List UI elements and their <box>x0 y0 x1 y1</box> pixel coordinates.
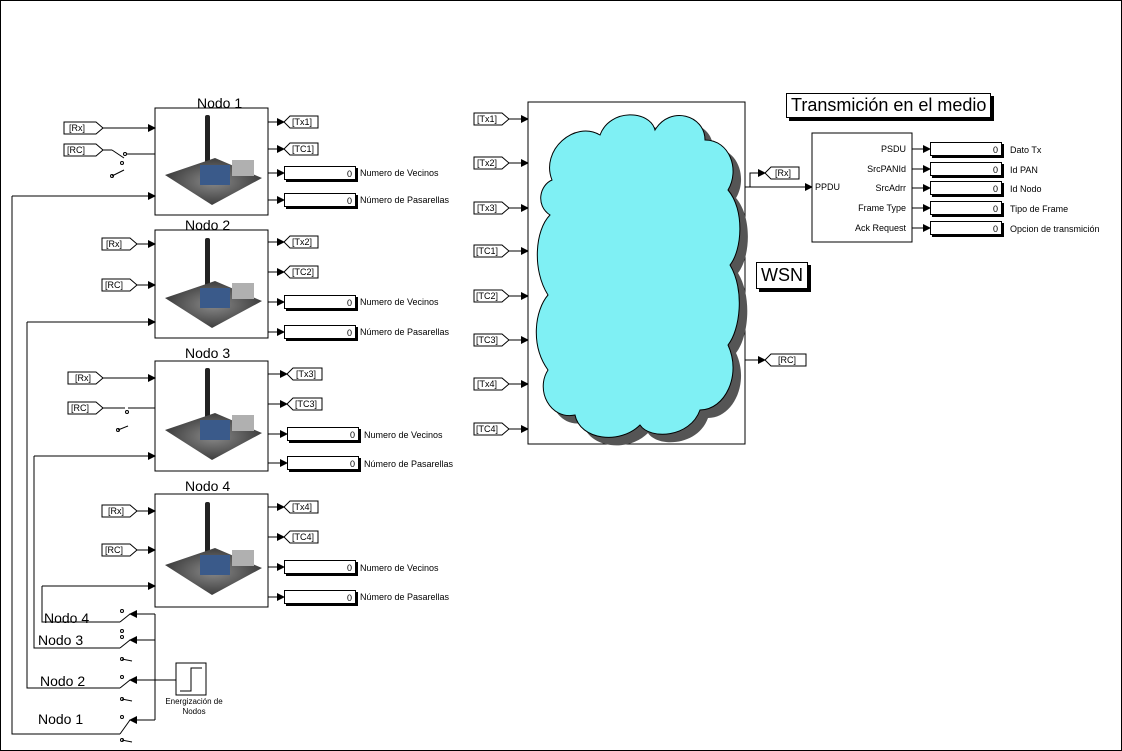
switch-label-nodo-2: Nodo 2 <box>40 673 85 689</box>
label-opcion-transmision: Opcion de transmición <box>1010 224 1100 235</box>
from-tag-channel-in[interactable]: [TC1] <box>476 245 498 257</box>
display-vecinos-2[interactable]: 0 <box>284 295 356 309</box>
node-2-title: Nodo 2 <box>185 217 230 233</box>
display-id-nodo[interactable]: 0 <box>930 181 1002 195</box>
label-dato-tx: Dato Tx <box>1010 145 1041 156</box>
goto-tag-tc3[interactable]: [TC3] <box>295 398 317 410</box>
switch-label-nodo-1: Nodo 1 <box>38 711 83 727</box>
label-vecinos-1: Numero de Vecinos <box>360 168 439 179</box>
energizer-step-block[interactable] <box>176 663 206 695</box>
cloud-shape <box>536 115 740 437</box>
label-id-nodo: Id Nodo <box>1010 184 1042 195</box>
wsn-channel-block[interactable] <box>528 102 748 445</box>
from-tag-rc[interactable]: [RC] <box>105 279 123 291</box>
node-1-title: Nodo 1 <box>197 95 242 111</box>
goto-tag-rx[interactable]: [Rx] <box>775 167 791 179</box>
energizer-label: Energización de Nodos <box>156 697 232 717</box>
goto-tag-tx2[interactable]: [Tx2] <box>292 236 312 248</box>
label-pasarellas-1: Número de Pasarellas <box>360 195 449 206</box>
label-pasarellas-2: Número de Pasarellas <box>360 327 449 338</box>
display-vecinos-4[interactable]: 0 <box>284 560 356 574</box>
goto-tag-tc1[interactable]: [TC1] <box>292 143 314 155</box>
node-3-title: Nodo 3 <box>185 345 230 361</box>
display-opcion-transmision[interactable]: 0 <box>930 221 1002 235</box>
goto-tag-tx1[interactable]: [Tx1] <box>292 116 312 128</box>
display-pasarellas-3[interactable]: 0 <box>287 456 359 470</box>
from-tag-rx[interactable]: [Rx] <box>75 372 91 384</box>
goto-tag-tx3[interactable]: [Tx3] <box>296 368 316 380</box>
goto-tag-tc2[interactable]: [TC2] <box>292 266 314 278</box>
display-dato-tx[interactable]: 0 <box>930 142 1002 156</box>
from-tag-rx[interactable]: [Rx] <box>69 122 85 134</box>
page-title: Transmición en el medio <box>786 93 991 118</box>
from-tag-rc[interactable]: [RC] <box>67 144 85 156</box>
label-pasarellas-4: Número de Pasarellas <box>360 592 449 603</box>
from-tag-channel-in[interactable]: [Tx3] <box>477 202 497 214</box>
switch-label-nodo-3: Nodo 3 <box>38 632 83 648</box>
label-tipo-frame: Tipo de Frame <box>1010 204 1068 215</box>
display-pasarellas-4[interactable]: 0 <box>284 590 356 604</box>
from-tag-rc[interactable]: [RC] <box>105 544 123 556</box>
node-4-title: Nodo 4 <box>185 478 230 494</box>
port-psdu: PSDU <box>870 144 906 155</box>
from-tag-channel-in[interactable]: [Tx4] <box>477 378 497 390</box>
port-srcpanid: SrcPANId <box>850 164 906 175</box>
wsn-label: WSN <box>756 262 808 289</box>
goto-tag-rc[interactable]: [RC] <box>778 354 796 366</box>
label-id-pan: Id PAN <box>1010 165 1038 176</box>
goto-tag-tc4[interactable]: [TC4] <box>292 531 314 543</box>
label-vecinos-3: Numero de Vecinos <box>364 430 443 441</box>
from-tag-channel-in[interactable]: [Tx1] <box>477 113 497 125</box>
from-tag-rx[interactable]: [Rx] <box>106 238 122 250</box>
switch-label-nodo-4: Nodo 4 <box>44 610 89 626</box>
label-pasarellas-3: Número de Pasarellas <box>364 459 453 470</box>
display-tipo-frame[interactable]: 0 <box>930 201 1002 215</box>
goto-tag-tx4[interactable]: [Tx4] <box>292 501 312 513</box>
port-srcadrr: SrcAdrr <box>850 183 906 194</box>
from-tag-channel-in[interactable]: [Tx2] <box>477 157 497 169</box>
display-vecinos-3[interactable]: 0 <box>287 427 359 441</box>
from-tag-rx[interactable]: [Rx] <box>108 505 124 517</box>
display-vecinos-1[interactable]: 0 <box>284 166 356 180</box>
from-tag-channel-in[interactable]: [TC4] <box>476 423 498 435</box>
label-vecinos-2: Numero de Vecinos <box>360 297 439 308</box>
display-pasarellas-2[interactable]: 0 <box>284 325 356 339</box>
port-frame-type: Frame Type <box>840 203 906 214</box>
from-tag-rc[interactable]: [RC] <box>71 402 89 414</box>
from-tag-channel-in[interactable]: [TC3] <box>476 334 498 346</box>
display-pasarellas-1[interactable]: 0 <box>284 193 356 207</box>
from-tag-channel-in[interactable]: [TC2] <box>476 290 498 302</box>
ppdu-input-label: PPDU <box>815 182 840 193</box>
label-vecinos-4: Numero de Vecinos <box>360 563 439 574</box>
display-id-pan[interactable]: 0 <box>930 162 1002 176</box>
port-ack-request: Ack Request <box>836 223 906 234</box>
